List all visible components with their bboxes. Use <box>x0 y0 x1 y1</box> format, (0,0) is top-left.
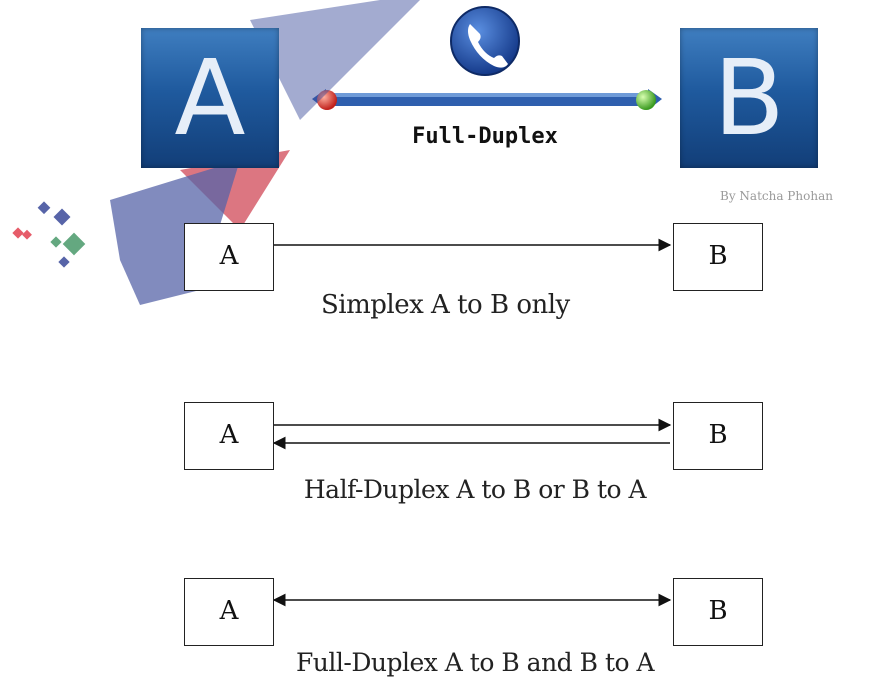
full-duplex-node-a: A <box>184 578 274 646</box>
full-duplex-label: Full-Duplex <box>412 124 558 149</box>
node-a-tile: A <box>141 28 279 168</box>
green-dot-icon <box>636 90 656 110</box>
simplex-caption: Simplex A to B only <box>321 290 570 320</box>
node-b-tile: B <box>680 28 818 168</box>
half-duplex-caption: Half-Duplex A to B or B to A <box>303 475 647 504</box>
full-duplex-caption: Full-Duplex A to B and B to A <box>295 648 655 677</box>
simplex-node-a: A <box>184 223 274 291</box>
full-duplex-node-b: B <box>673 578 763 646</box>
full-duplex-link <box>312 89 662 110</box>
credit-text: By Natcha Phohan <box>720 189 833 203</box>
phone-icon <box>450 6 520 76</box>
red-dot-icon <box>317 90 337 110</box>
simplex-node-b: B <box>673 223 763 291</box>
half-duplex-node-b: B <box>673 402 763 470</box>
half-duplex-node-a: A <box>184 402 274 470</box>
